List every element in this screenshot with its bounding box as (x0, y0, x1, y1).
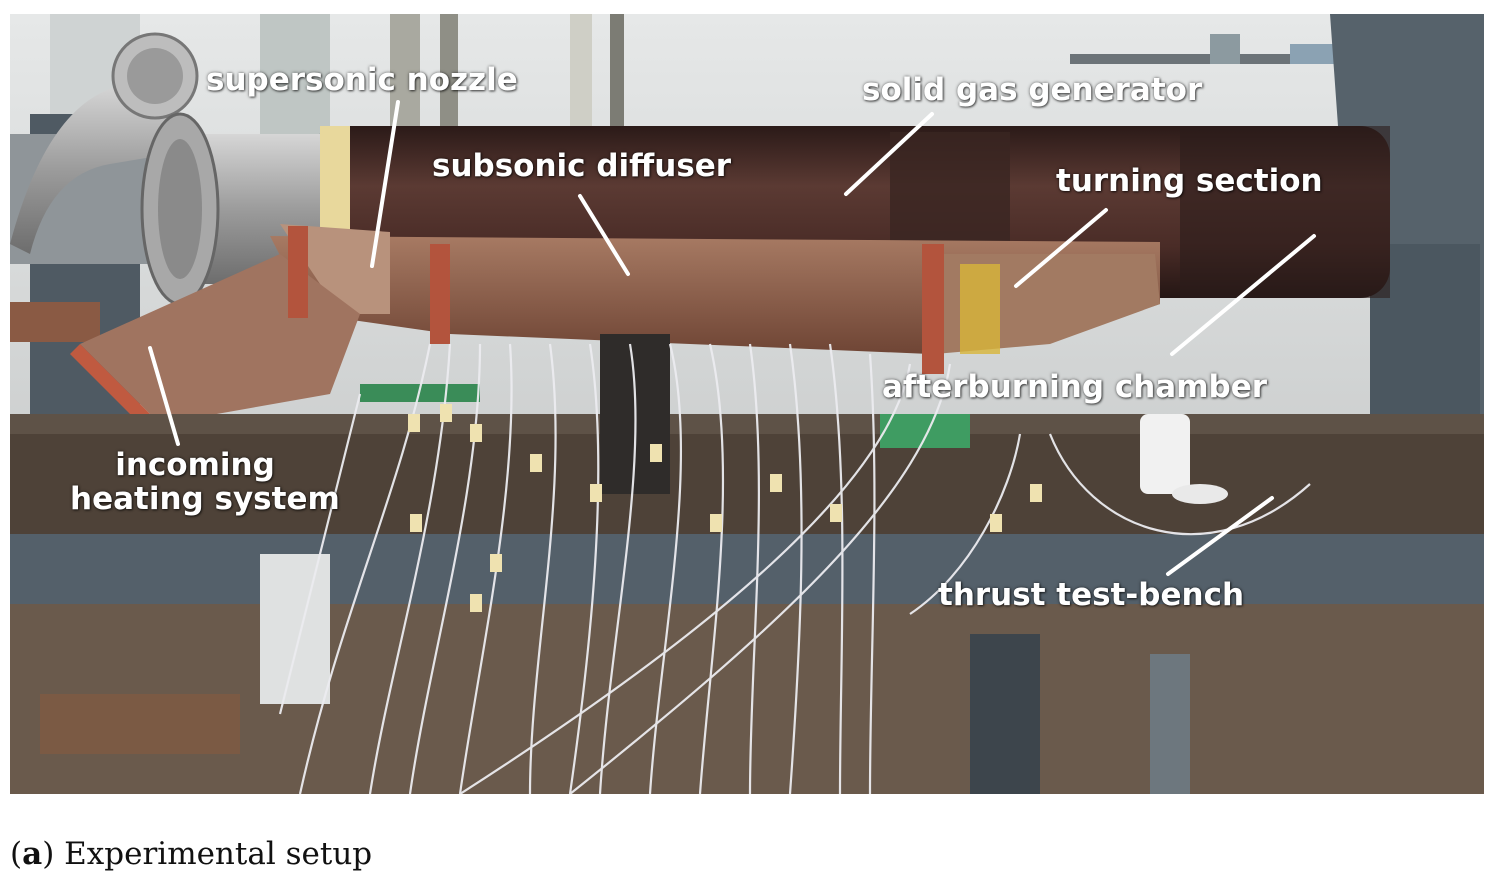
pointer-afterburning-chamber (1170, 234, 1316, 356)
label-supersonic-nozzle: supersonic nozzle (206, 62, 518, 98)
label-solid-gas-generator: solid gas generator (862, 72, 1203, 108)
sensor-wires (278, 343, 1311, 794)
pointer-thrust-test-bench (1166, 496, 1274, 576)
label-subsonic-diffuser: subsonic diffuser (432, 148, 732, 184)
pointer-supersonic-nozzle (370, 100, 400, 268)
label-incoming-heating-system: incoming heating system (70, 447, 340, 517)
pointer-subsonic-diffuser (578, 194, 630, 276)
label-heating-system-line2: heating system (70, 481, 340, 517)
pointer-incoming-heating-system (148, 346, 180, 446)
pointer-turning-section (1014, 208, 1108, 288)
label-thrust-test-bench: thrust test-bench (938, 577, 1245, 613)
figure-caption: (a) Experimental setup (10, 836, 373, 872)
annotation-lines (148, 100, 1316, 576)
caption-letter: a (22, 836, 43, 872)
label-incoming-line1: incoming (115, 447, 275, 483)
photo-illustration (10, 14, 1484, 794)
label-turning-section: turning section (1056, 163, 1323, 199)
pointer-solid-gas-generator (844, 112, 934, 196)
caption-text: Experimental setup (64, 836, 373, 872)
label-afterburning-chamber: afterburning chamber (882, 369, 1268, 405)
experimental-setup-photo: supersonic nozzle solid gas generator su… (10, 14, 1484, 794)
